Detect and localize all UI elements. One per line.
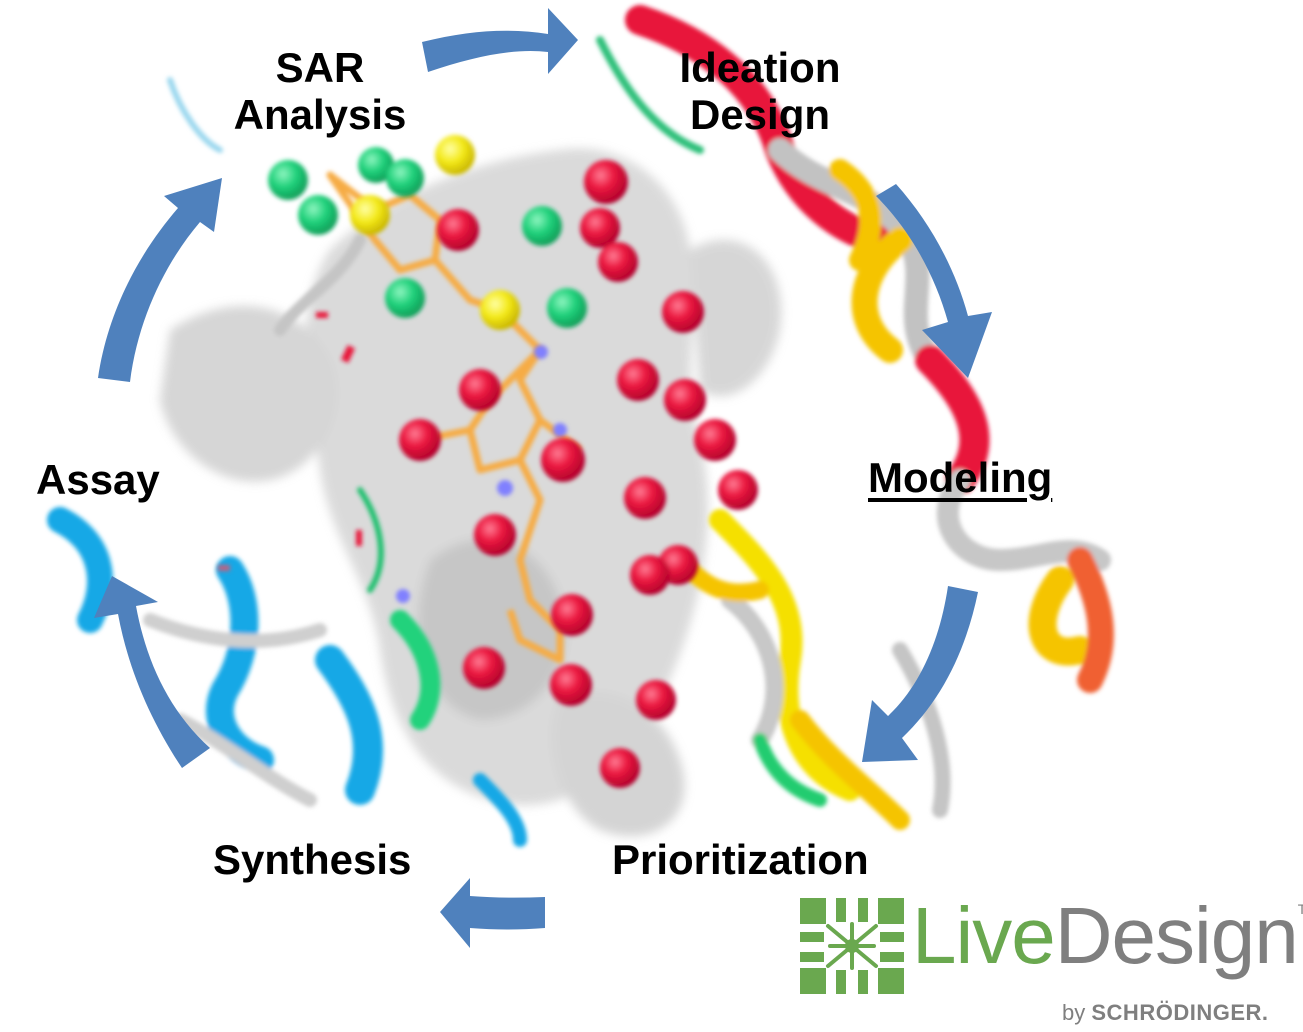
stage-label-assay: Assay	[36, 456, 160, 503]
stage-label-synthesis: Synthesis	[213, 836, 412, 883]
arrow-modeling-to-prioritization	[862, 586, 978, 762]
byline-company: SCHRÖDINGER.	[1091, 1000, 1269, 1025]
cycle-arrows	[94, 8, 992, 948]
trademark-symbol: TM	[1297, 901, 1303, 917]
wordmark-live: Live	[912, 891, 1056, 980]
arrow-synthesis-to-assay	[94, 576, 210, 768]
byline: by SCHRÖDINGER.	[1062, 1000, 1269, 1026]
arrow-prioritization-to-synthesis	[440, 878, 545, 948]
byline-by: by	[1062, 1000, 1086, 1025]
livedesign-wordmark: LiveDesignTM	[912, 896, 1303, 976]
arrow-sar-to-ideation	[422, 8, 578, 74]
stage-label-line: Design	[689, 91, 831, 139]
arrow-ideation-to-modeling	[876, 184, 992, 378]
protein-surface	[160, 148, 782, 837]
wordmark-design: Design	[1054, 891, 1299, 980]
stage-label-ideation-design: Ideation Design	[640, 44, 880, 138]
protein-ribbons	[47, 5, 1114, 847]
atom-spheres	[218, 135, 758, 788]
stage-label-modeling[interactable]: Modeling	[868, 454, 1053, 501]
stage-label-line: Ideation	[679, 44, 841, 91]
stage-label-line: Analysis	[233, 91, 407, 139]
stage-label-line: SAR	[275, 44, 365, 91]
ligand-nitrogens	[396, 345, 567, 603]
arrow-assay-to-sar	[98, 178, 222, 382]
livedesign-logo-icon	[800, 898, 904, 994]
stage-label-prioritization: Prioritization	[612, 836, 869, 883]
stage-label-sar-analysis: SAR Analysis	[215, 44, 425, 138]
